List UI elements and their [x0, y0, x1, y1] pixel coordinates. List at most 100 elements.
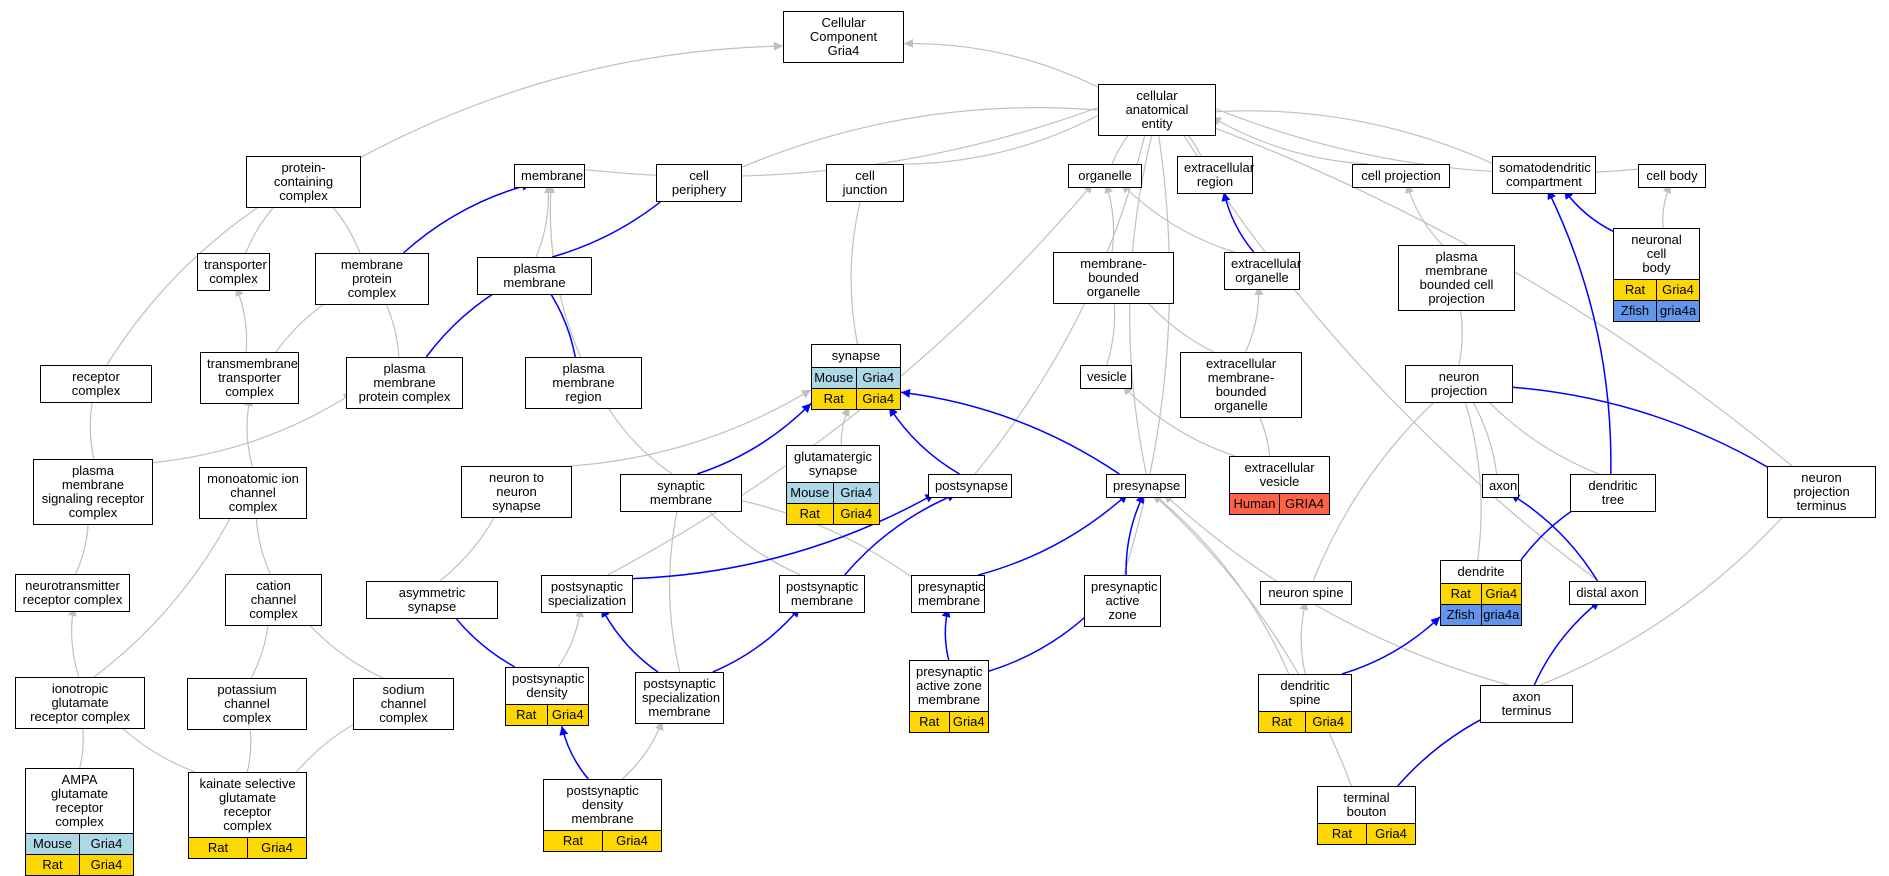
- node-exmbo[interactable]: extracellular membrane-bounded organelle: [1180, 352, 1302, 418]
- node-label: postsynaptic specialization: [548, 579, 627, 608]
- node-cproj[interactable]: cell projection: [1352, 164, 1450, 188]
- node-paz[interactable]: presynaptic active zone: [1084, 575, 1161, 627]
- species-cell: Rat: [919, 714, 940, 729]
- edge-dsp-to-nsp: [1299, 600, 1309, 675]
- species-cell: Mouse: [32, 836, 73, 851]
- edge-synm-to-syn: [696, 402, 812, 475]
- node-ttc[interactable]: transmembrane transporter complex: [200, 352, 299, 404]
- node-pcc[interactable]: protein-containing complex: [246, 156, 361, 208]
- node-pssm[interactable]: postsynaptic specialization membrane: [635, 672, 724, 724]
- node-label: neurotransmitter receptor complex: [22, 578, 123, 607]
- node-axt[interactable]: axon terminus: [1480, 685, 1573, 723]
- gene-cell: Gria4: [247, 838, 306, 858]
- node-igrc[interactable]: ionotropic glutamate receptor complex: [15, 677, 145, 729]
- node-n2n[interactable]: neuron to neuron synapse: [461, 466, 572, 518]
- edge-ncb-to-cb: [1662, 183, 1672, 229]
- node-synm[interactable]: synaptic membrane: [620, 474, 742, 512]
- node-mem[interactable]: membrane: [514, 164, 585, 188]
- node-ves[interactable]: vesicle: [1080, 365, 1132, 389]
- node-cj[interactable]: cell junction: [826, 164, 904, 202]
- node-pmbcp[interactable]: plasma membrane bounded cell projection: [1398, 245, 1515, 311]
- gene-cell: Gria4: [1366, 824, 1415, 844]
- node-asyn[interactable]: asymmetric synapse: [366, 581, 498, 619]
- gene-cell: Gria4: [602, 831, 661, 851]
- node-kcc[interactable]: potassium channel complex: [187, 678, 307, 730]
- node-label: presynapse: [1113, 478, 1181, 493]
- node-kgrc[interactable]: kainate selective glutamate receptor com…: [188, 772, 307, 859]
- node-label: Cellular Component Gria4: [809, 15, 878, 58]
- node-pre[interactable]: presynapse: [1106, 474, 1186, 498]
- node-mpc[interactable]: membrane protein complex: [315, 253, 429, 305]
- gene-cell: Gria4: [1656, 280, 1699, 300]
- edge-paz-to-pre: [1125, 493, 1145, 576]
- node-tc[interactable]: transporter complex: [197, 253, 270, 291]
- node-pmsrc[interactable]: plasma membrane signaling receptor compl…: [33, 459, 153, 525]
- node-pmr[interactable]: plasma membrane region: [525, 357, 642, 409]
- node-pss[interactable]: postsynaptic specialization: [541, 575, 633, 613]
- node-post[interactable]: postsynapse: [928, 474, 1012, 498]
- node-pmpc[interactable]: plasma membrane protein complex: [346, 357, 463, 409]
- node-ccc[interactable]: cation channel complex: [225, 574, 322, 626]
- node-rc[interactable]: receptor complex: [40, 365, 152, 403]
- node-cc[interactable]: Cellular Component Gria4: [783, 11, 904, 63]
- node-label: transmembrane transporter complex: [207, 356, 299, 399]
- node-exr[interactable]: extracellular region: [1177, 156, 1254, 194]
- node-label: monoatomic ion channel complex: [207, 471, 299, 514]
- node-sdc[interactable]: somatodendritic compartment: [1492, 156, 1596, 194]
- node-label: neuron projection terminus: [1793, 470, 1850, 513]
- node-exo[interactable]: extracellular organelle: [1224, 252, 1301, 290]
- node-label: cell projection: [1361, 168, 1441, 183]
- species-cell: Zfish: [1446, 607, 1475, 622]
- edge-pssm-to-pss: [600, 607, 659, 673]
- node-dt[interactable]: dendritic tree: [1570, 474, 1656, 512]
- node-label: dendritic spine: [1280, 678, 1330, 707]
- node-mbo[interactable]: membrane-bounded organelle: [1053, 252, 1174, 304]
- species-cell: Rat: [1450, 586, 1471, 601]
- node-ntrc[interactable]: neurotransmitter receptor complex: [15, 574, 130, 612]
- node-dax[interactable]: distal axon: [1569, 581, 1646, 605]
- node-npt[interactable]: neuron projection terminus: [1767, 466, 1876, 518]
- node-pm[interactable]: plasma membrane: [477, 257, 592, 295]
- edge-pssm-to-psm: [712, 607, 801, 673]
- node-psm[interactable]: postsynaptic membrane: [779, 575, 865, 613]
- node-prm[interactable]: presynaptic membrane: [911, 575, 985, 613]
- gene-cell: Gria4: [855, 389, 901, 409]
- node-cp[interactable]: cell periphery: [656, 164, 742, 202]
- edge-ncb-to-sdc: [1563, 189, 1614, 232]
- node-axon[interactable]: axon: [1482, 474, 1519, 498]
- edge-pssm-to-synm: [669, 493, 684, 673]
- node-label: receptor complex: [71, 369, 121, 398]
- node-cae[interactable]: cellular anatomical entity: [1098, 84, 1216, 136]
- edge-axt-to-dax: [1533, 600, 1601, 686]
- node-label: neuronal cell body: [1631, 232, 1682, 275]
- edge-exv-to-ves: [1122, 385, 1235, 457]
- node-micc[interactable]: monoatomic ion channel complex: [199, 467, 307, 519]
- node-org[interactable]: organelle: [1068, 164, 1142, 188]
- node-cb[interactable]: cell body: [1638, 164, 1706, 188]
- node-label: presynaptic active zone membrane: [916, 664, 983, 707]
- node-np[interactable]: neuron projection: [1405, 365, 1513, 403]
- node-label: postsynapse: [935, 478, 1008, 493]
- node-nsp[interactable]: neuron spine: [1260, 581, 1352, 605]
- gene-cell: Gria4: [79, 855, 133, 875]
- node-label: postsynaptic density membrane: [566, 783, 639, 826]
- node-label: plasma membrane signaling receptor compl…: [41, 463, 145, 520]
- edge-axt-to-npt: [1540, 499, 1799, 686]
- node-scc[interactable]: sodium channel complex: [353, 678, 454, 730]
- node-label: membrane-bounded organelle: [1080, 256, 1147, 299]
